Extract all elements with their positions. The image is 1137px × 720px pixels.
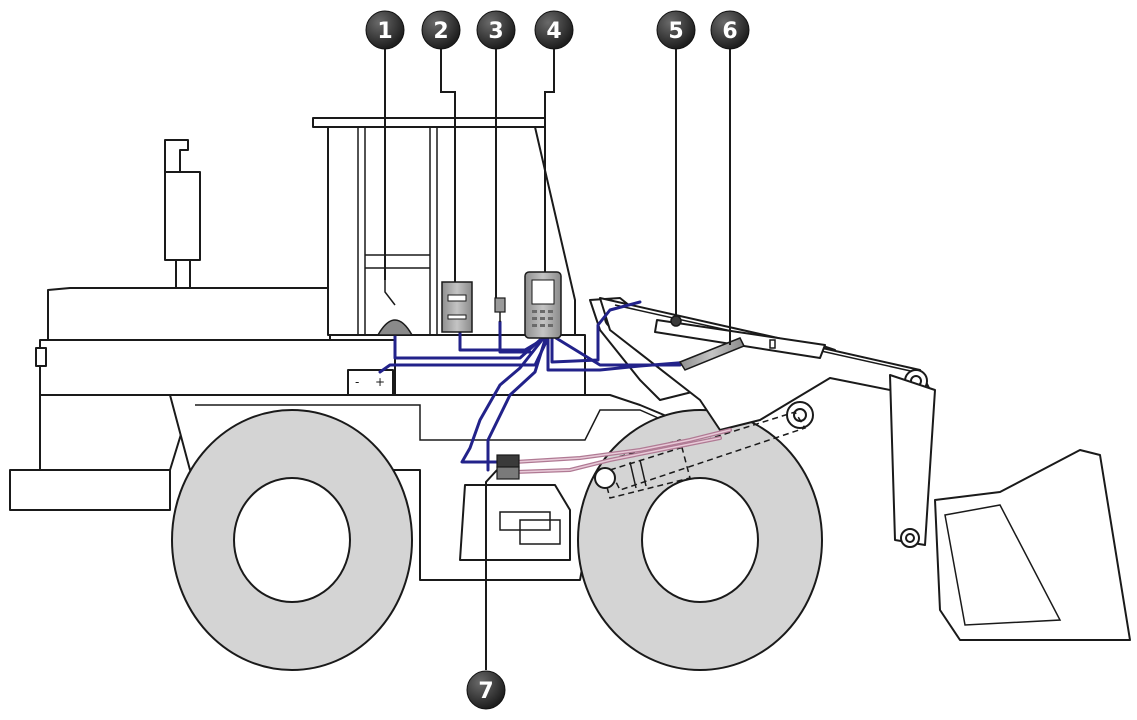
callout-3-label: 3	[488, 19, 503, 44]
front-wheel	[577, 409, 823, 671]
cab	[327, 126, 576, 336]
component-1-dome-sensor	[376, 280, 414, 336]
callout-badges: 1 2 3 4 5 6 7	[365, 10, 750, 710]
battery: - +	[347, 369, 394, 396]
callout-7: 7	[466, 670, 506, 710]
callout-6-label: 6	[722, 19, 737, 44]
callout-6: 6	[710, 10, 750, 50]
bucket	[934, 449, 1131, 641]
bell-crank	[889, 374, 936, 548]
hydraulic-hoses	[513, 428, 732, 474]
lift-cylinder	[594, 401, 814, 499]
electrical-wiring	[378, 300, 692, 472]
callout-3: 3	[476, 10, 516, 50]
callout-4: 4	[534, 10, 574, 50]
callout-5: 5	[656, 10, 696, 50]
component-2-control-box	[441, 281, 473, 333]
component-7-pressure-sensors	[496, 454, 520, 480]
battery-minus-label: -	[355, 375, 359, 389]
callout-1-label: 1	[377, 19, 392, 44]
callout-7-label: 7	[478, 679, 493, 704]
cab-roof	[312, 117, 546, 128]
battery-plus-label: +	[375, 375, 385, 389]
callout-1: 1	[365, 10, 405, 50]
drive-axle-housing	[459, 484, 571, 561]
component-3-switch	[494, 297, 506, 322]
exhaust-stack	[164, 139, 201, 289]
callout-2-label: 2	[433, 19, 448, 44]
component-6-rod-sensor	[678, 337, 746, 371]
component-4-display-terminal	[524, 271, 562, 339]
callout-4-label: 4	[546, 19, 561, 44]
rear-wheel	[171, 409, 413, 671]
callout-2: 2	[421, 10, 461, 50]
callout-5-label: 5	[668, 19, 683, 44]
callout-leaders	[384, 48, 731, 670]
counterweight	[9, 469, 171, 511]
component-5-angle-sensor	[670, 315, 682, 327]
engine-hood	[35, 287, 396, 471]
